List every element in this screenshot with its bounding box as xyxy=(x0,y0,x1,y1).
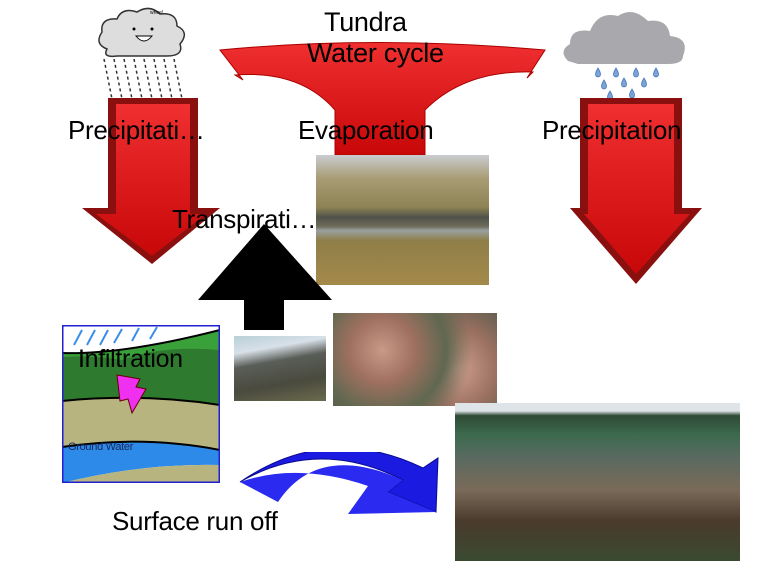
evaporation-label: Evaporation xyxy=(298,115,434,145)
title-line2: Water cycle xyxy=(307,38,444,68)
infiltration-label: Infiltration xyxy=(78,345,183,373)
rain-cloud-icon xyxy=(563,12,685,101)
tundra-landscape-photo xyxy=(316,155,489,285)
title-line1: Tundra xyxy=(324,7,407,37)
evaporation-arrow xyxy=(219,42,546,156)
transpiration-label: Transpirati… xyxy=(172,204,317,234)
mountain-tundra-photo xyxy=(234,336,326,401)
ground-water-label: Ground Water xyxy=(68,441,134,453)
precipitation-arrow-left xyxy=(82,98,220,264)
surface-runoff-arrow xyxy=(239,452,439,514)
tundra-shrub-photo xyxy=(333,313,497,406)
surface-runoff-photo xyxy=(455,403,740,561)
precipitation-label-right: Precipitation xyxy=(542,115,682,145)
infiltration-diagram xyxy=(62,325,220,483)
precipitation-arrow-right xyxy=(570,98,702,284)
surface-runoff-label: Surface run off xyxy=(112,506,278,536)
transpiration-arrow xyxy=(198,224,332,330)
happy-cloud-icon xyxy=(98,7,186,100)
cloud-caption: whee! xyxy=(150,10,164,16)
precipitation-label-left: Precipitati… xyxy=(68,115,205,145)
